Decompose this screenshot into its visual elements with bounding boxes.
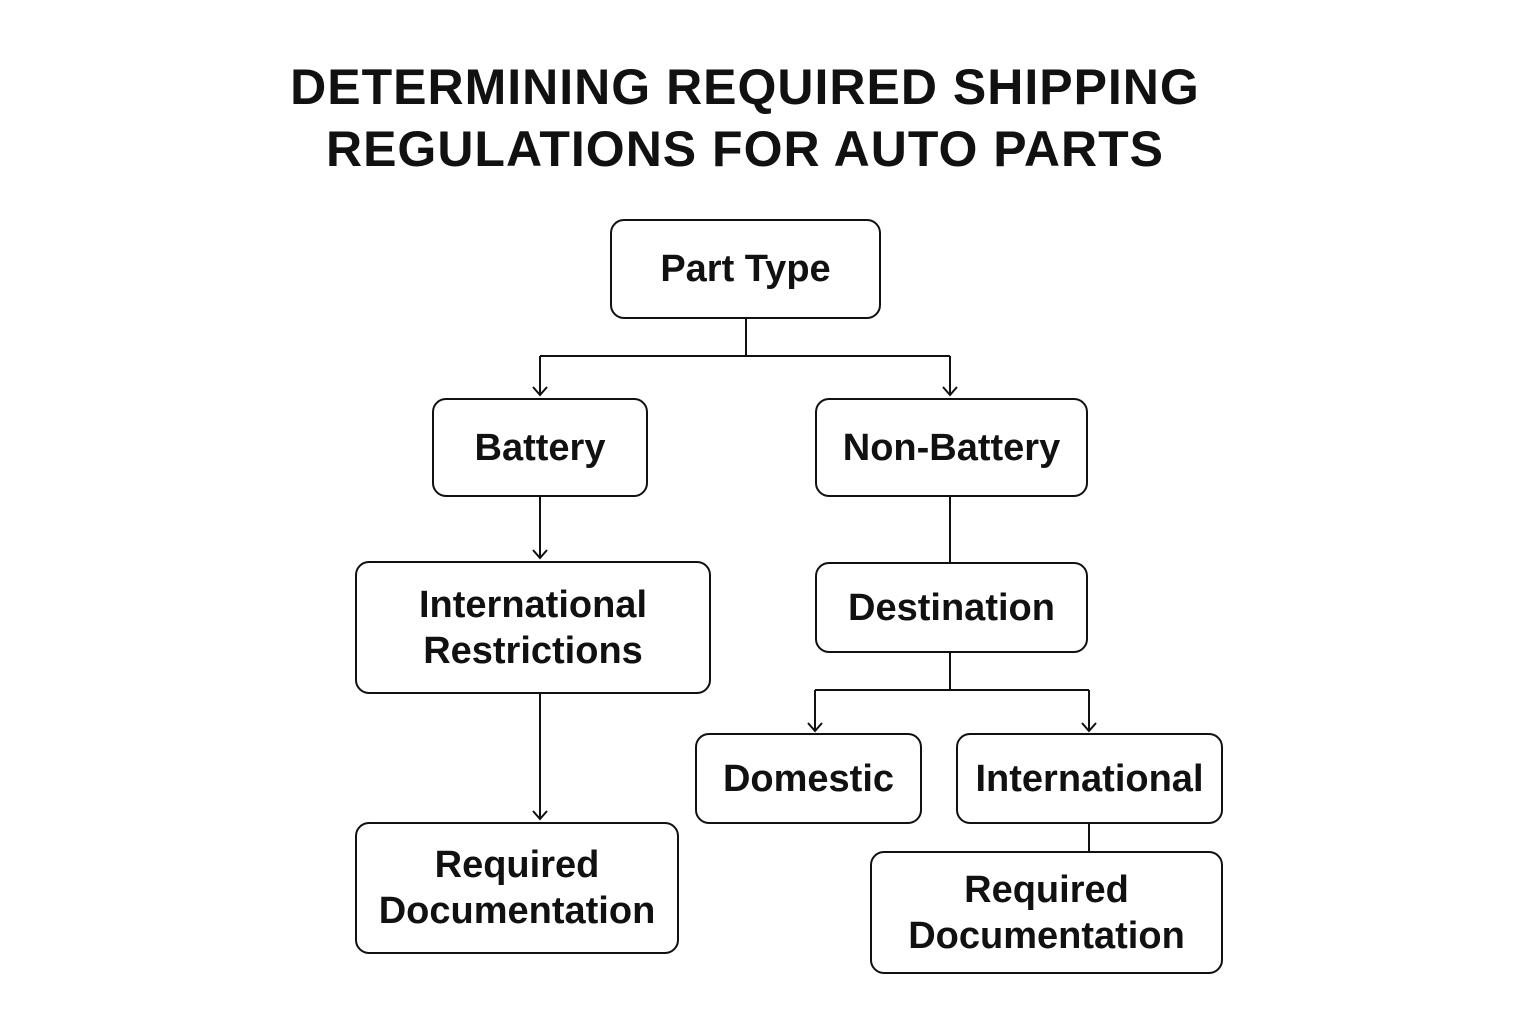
node-international-restrictions-line-1: International — [418, 583, 648, 626]
node-part-type: Part Type — [610, 219, 881, 319]
node-international-documentation: Required Documentation — [870, 851, 1223, 974]
node-international-label: International — [975, 757, 1204, 800]
node-battery: Battery — [432, 398, 648, 497]
node-battery-documentation: Required Documentation — [355, 822, 679, 954]
node-domestic: Domestic — [695, 733, 922, 824]
node-international-restrictions-line-2: Restrictions — [423, 629, 643, 672]
node-destination-label: Destination — [848, 586, 1055, 629]
node-international-documentation-line-1: Required — [964, 868, 1129, 911]
node-battery-documentation-line-1: Required — [434, 844, 600, 886]
node-destination: Destination — [815, 562, 1088, 653]
node-non-battery-label: Non-Battery — [842, 426, 1061, 469]
node-battery-label: Battery — [474, 426, 606, 469]
node-international-documentation-line-2: Documentation — [908, 914, 1185, 957]
node-domestic-label: Domestic — [722, 757, 895, 800]
node-international-restrictions: International Restrictions — [355, 561, 711, 694]
diagram-title-line-1: DETERMINING REQUIRED SHIPPING — [290, 59, 1200, 115]
node-battery-documentation-line-2: Documentation — [378, 890, 656, 932]
diagram-title: DETERMINING REQUIRED SHIPPING REGULATION… — [0, 56, 1490, 180]
node-part-type-label: Part Type — [660, 248, 831, 290]
diagram-title-line-2: REGULATIONS FOR AUTO PARTS — [325, 121, 1165, 177]
node-non-battery: Non-Battery — [815, 398, 1088, 497]
node-international: International — [956, 733, 1223, 824]
